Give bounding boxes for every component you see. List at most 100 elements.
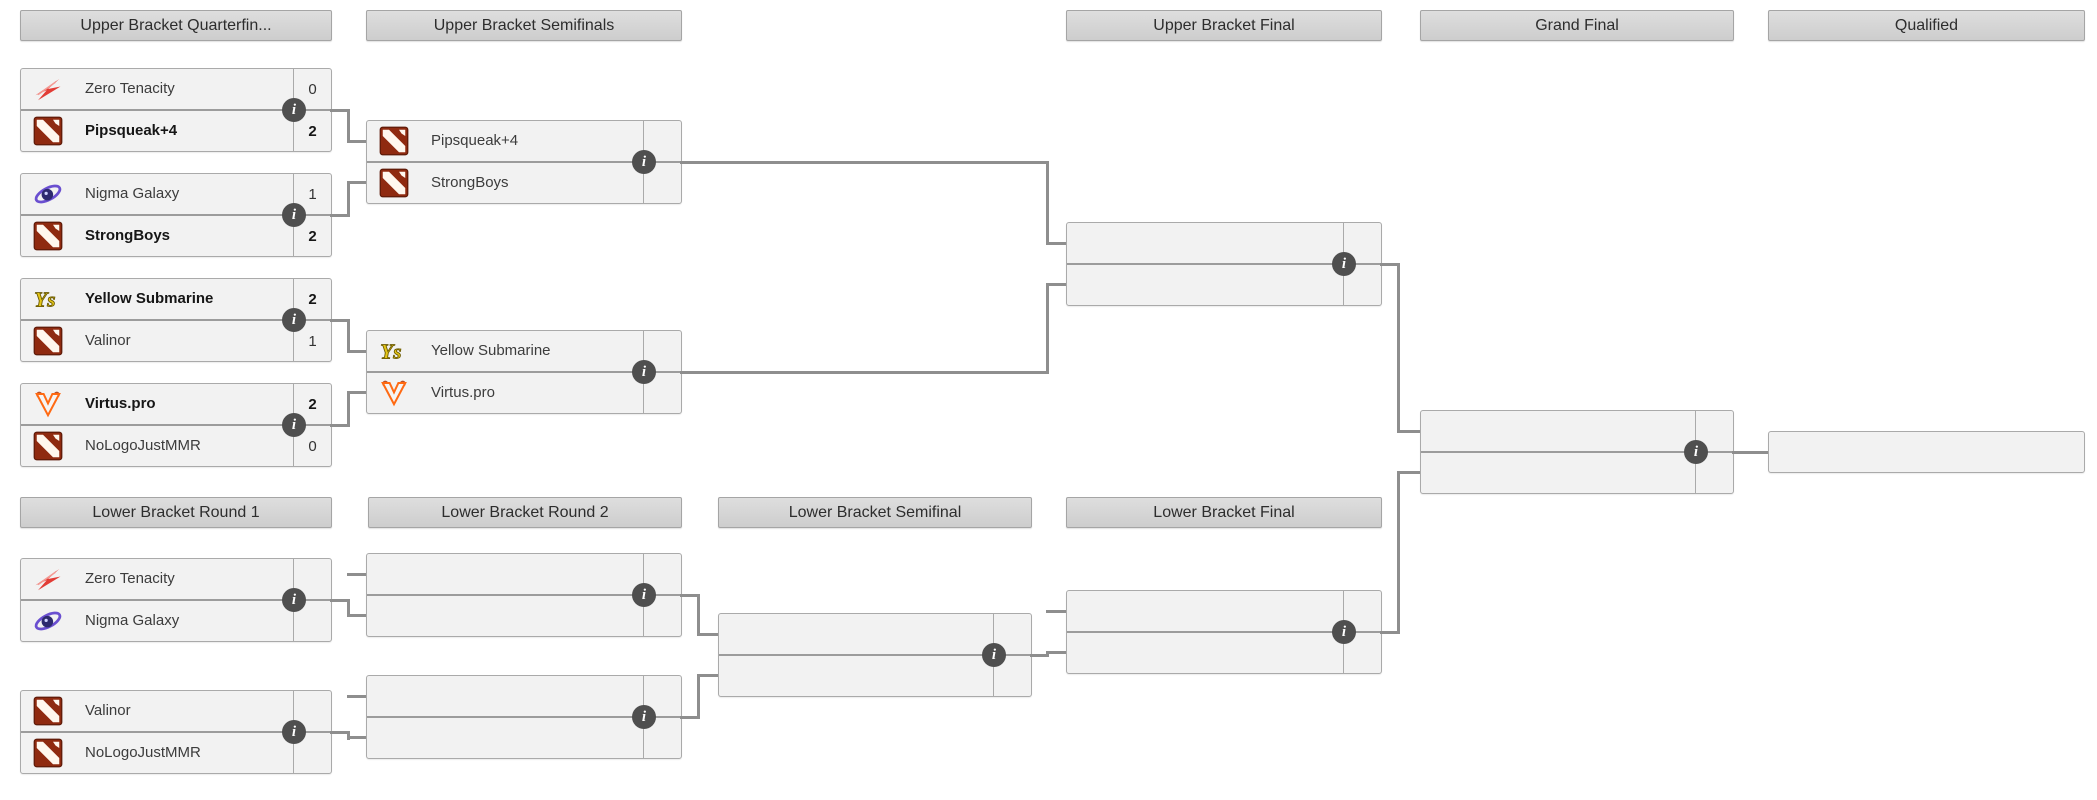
team-row: Yellow Submarine 2 [21, 279, 331, 321]
score: 2 [293, 279, 331, 319]
team-name [1833, 432, 2042, 472]
info-icon[interactable]: i [632, 360, 656, 384]
match-ub-sf2: Yellow Submarine Virtus.pro i [366, 330, 682, 414]
team-row [1067, 265, 1381, 305]
match-ub-qf2: Nigma Galaxy 1 StrongBoys 2 i [20, 173, 332, 257]
team-row: NoLogoJustMMR [21, 733, 331, 773]
team-name [1485, 411, 1691, 451]
score [1343, 223, 1381, 263]
score: 1 [293, 321, 331, 361]
team-name[interactable]: Nigma Galaxy [85, 185, 180, 202]
team-name[interactable]: Virtus.pro [85, 395, 156, 412]
connector [1380, 263, 1399, 266]
info-icon[interactable]: i [282, 588, 306, 612]
round-header-grand-final: Grand Final [1420, 10, 1734, 41]
connector [347, 731, 350, 740]
team-row: Pipsqueak+4 2 [21, 111, 331, 151]
connector [347, 573, 366, 576]
dota2-logo [33, 696, 63, 726]
score: 0 [293, 69, 331, 109]
nigma-galaxy-logo [33, 179, 63, 209]
connector [330, 731, 349, 734]
team-name[interactable]: Pipsqueak+4 [85, 122, 178, 139]
round-header-lb-round1: Lower Bracket Round 1 [20, 497, 332, 528]
team-name[interactable]: StrongBoys [85, 227, 171, 244]
virtus-pro-logo [379, 378, 409, 408]
team-row [367, 554, 681, 596]
score: 0 [293, 426, 331, 466]
nigma-galaxy-logo [33, 606, 63, 636]
connector [330, 214, 349, 217]
score [643, 596, 681, 636]
connector [347, 391, 366, 394]
team-row: Nigma Galaxy 1 [21, 174, 331, 216]
info-icon[interactable]: i [632, 583, 656, 607]
score [643, 554, 681, 594]
team-name[interactable]: Yellow Submarine [85, 290, 214, 307]
connector [330, 319, 349, 322]
score [1695, 411, 1733, 451]
connector [1046, 283, 1049, 374]
team-row: Pipsqueak+4 [367, 121, 681, 163]
team-name[interactable]: Pipsqueak+4 [431, 132, 519, 149]
connector [697, 633, 718, 636]
connector [1397, 263, 1400, 433]
team-row [1067, 223, 1381, 265]
team-name[interactable]: NoLogoJustMMR [85, 744, 201, 761]
info-icon[interactable]: i [282, 98, 306, 122]
team-row [719, 656, 1031, 696]
info-icon[interactable]: i [982, 643, 1006, 667]
team-name [1485, 453, 1691, 493]
connector [1030, 654, 1049, 657]
team-name [1131, 265, 1339, 305]
virtus-pro-logo [33, 389, 63, 419]
connector [347, 391, 350, 427]
team-name [783, 614, 989, 654]
connector [1046, 242, 1066, 245]
team-row [1067, 591, 1381, 633]
team-name[interactable]: Zero Tenacity [85, 80, 175, 97]
info-icon[interactable]: i [1332, 252, 1356, 276]
connector [347, 599, 350, 617]
round-header-lb-final: Lower Bracket Final [1066, 497, 1382, 528]
connector [697, 674, 700, 719]
score [643, 331, 681, 371]
team-row: Virtus.pro 2 [21, 384, 331, 426]
info-icon[interactable]: i [632, 705, 656, 729]
round-header-ub-semifinals: Upper Bracket Semifinals [366, 10, 682, 41]
info-icon[interactable]: i [282, 203, 306, 227]
info-icon[interactable]: i [1332, 620, 1356, 644]
team-name[interactable]: NoLogoJustMMR [85, 437, 201, 454]
info-icon[interactable]: i [282, 720, 306, 744]
team-name[interactable]: Yellow Submarine [431, 342, 551, 359]
info-icon[interactable]: i [282, 308, 306, 332]
connector [1046, 283, 1066, 286]
team-row [1067, 633, 1381, 673]
team-name[interactable]: Virtus.pro [431, 384, 495, 401]
score: 2 [293, 216, 331, 256]
team-name [1131, 633, 1339, 673]
match-lb-r1m2: Valinor NoLogoJustMMR i [20, 690, 332, 774]
info-icon[interactable]: i [282, 413, 306, 437]
round-header-lb-semifinal: Lower Bracket Semifinal [718, 497, 1032, 528]
team-name[interactable]: StrongBoys [431, 174, 509, 191]
team-name[interactable]: Valinor [85, 332, 131, 349]
dota2-logo [33, 116, 63, 146]
info-icon[interactable]: i [1684, 440, 1708, 464]
score [643, 676, 681, 716]
connector [330, 424, 349, 427]
connector [697, 674, 718, 677]
connector [347, 695, 366, 698]
team-name[interactable]: Nigma Galaxy [85, 612, 180, 629]
score: 2 [293, 384, 331, 424]
match-ub-sf1: Pipsqueak+4 StrongBoys i [366, 120, 682, 204]
team-name[interactable]: Valinor [85, 702, 131, 719]
score [1343, 265, 1381, 305]
team-name [1131, 223, 1339, 263]
info-icon[interactable]: i [632, 150, 656, 174]
team-row [367, 596, 681, 636]
connector [697, 594, 700, 636]
team-row: StrongBoys [367, 163, 681, 203]
team-name[interactable]: Zero Tenacity [85, 570, 175, 587]
